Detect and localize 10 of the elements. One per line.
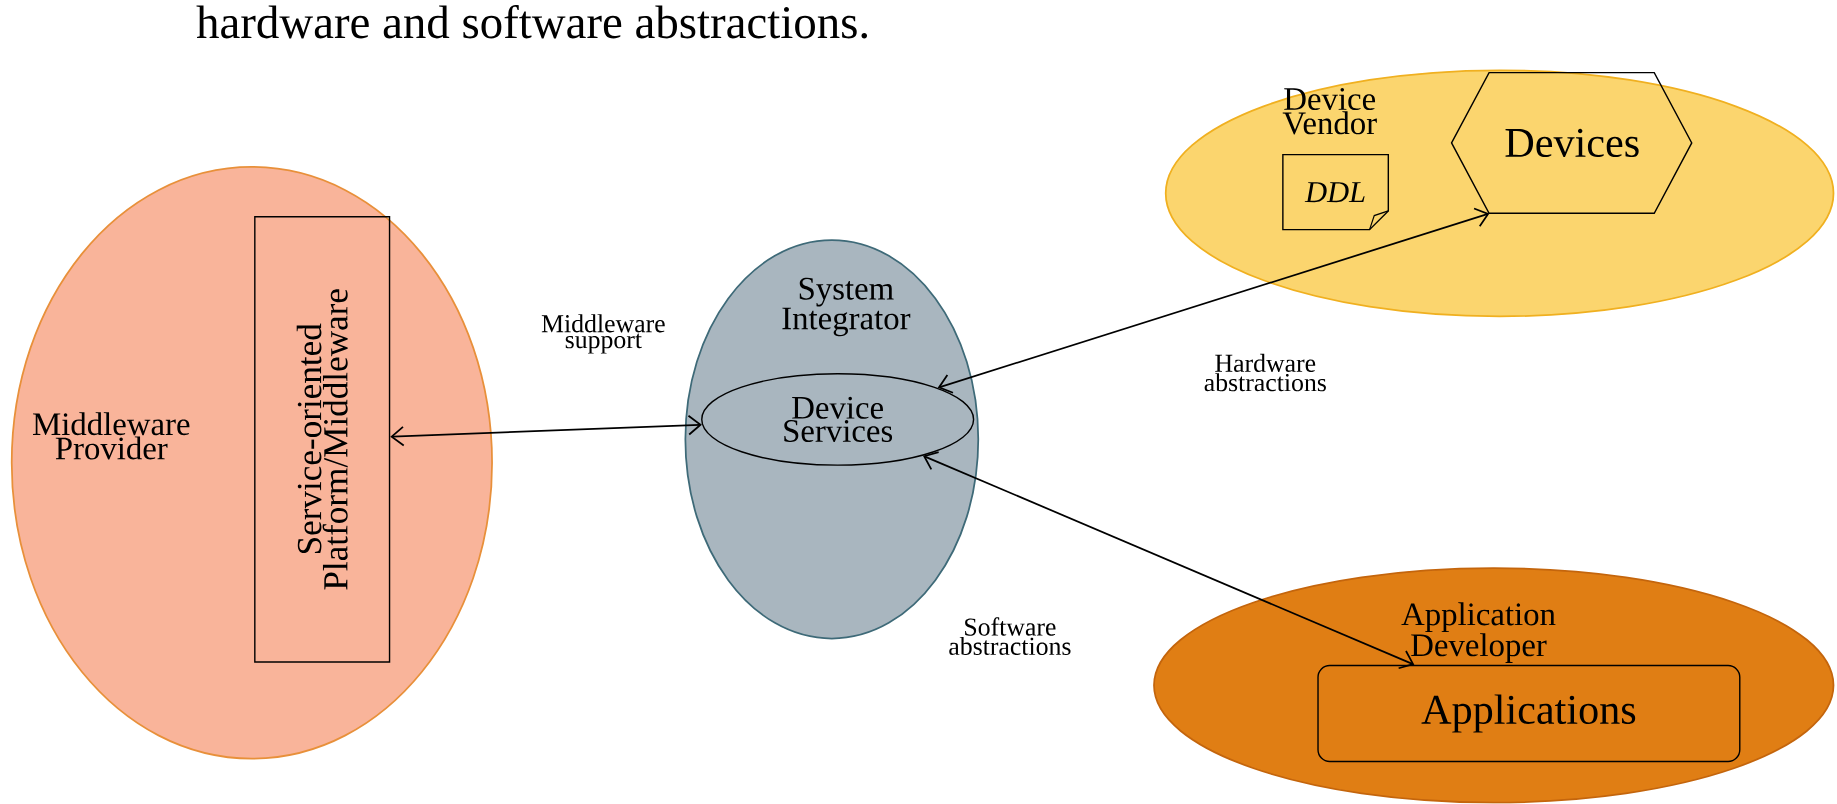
arrow [922,451,1415,670]
arrow [390,415,702,447]
application-box: Applications [1317,664,1741,763]
hexagon: Devices [1450,72,1693,215]
edge-label: Hardware abstractions [1204,354,1326,392]
document-note: DDL [1282,154,1389,231]
platform-box: Service-oriented Platform/Middleware [254,216,391,663]
heading-text: hardware and software abstractions. [196,5,868,39]
arrow [937,207,1490,394]
edge-label: Middleware support [541,314,665,354]
